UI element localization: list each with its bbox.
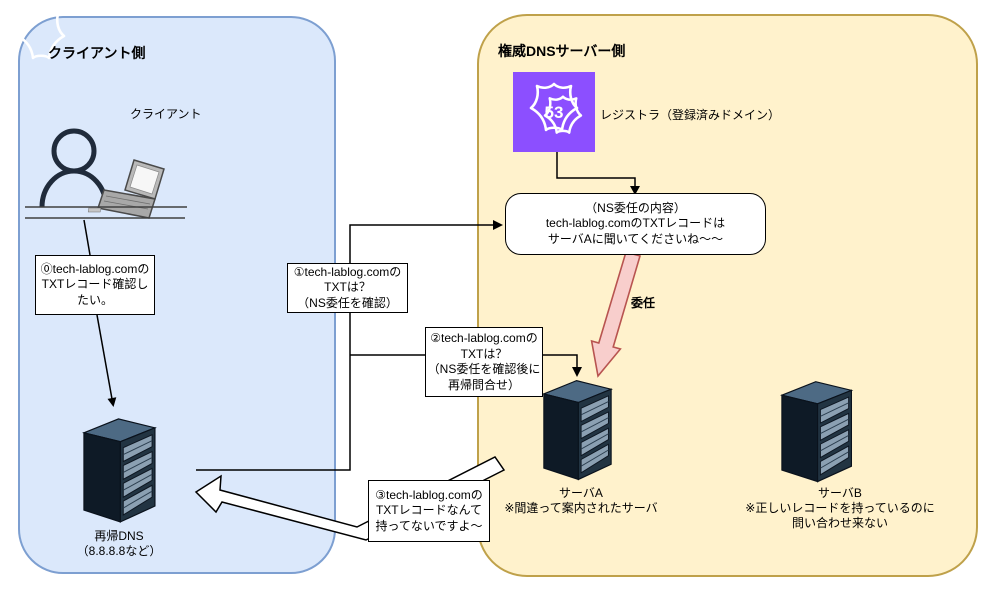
server-b-name: サーバB: [818, 486, 862, 500]
server-a-label: サーバA ※間違って案内されたサーバ: [495, 486, 667, 516]
server-a-note: ※間違って案内されたサーバ: [504, 501, 658, 515]
laptop-icon: [87, 159, 165, 219]
delegation-arrow: [590, 251, 641, 378]
server-b-note: ※正しいレコードを持っているのに 問い合わせ来ない: [745, 501, 935, 530]
client-side-title: クライアント側: [48, 45, 146, 61]
recursive-dns-label: 再帰DNS （8.8.8.8など）: [39, 529, 199, 559]
auth-side-title: 権威DNSサーバー側: [498, 43, 626, 59]
server-a-icon: [543, 380, 612, 481]
person-icon: [39, 128, 109, 208]
recursive-dns-server-icon: [83, 418, 156, 523]
desk-lines: [25, 206, 187, 219]
route53-icon: 53: [16, 10, 595, 152]
message-step2: ②tech-lablog.comの TXTは？ （NS委任を確認後に 再帰問合せ…: [425, 327, 543, 397]
message-step3: ③tech-lablog.comの TXTレコードなんて 持ってないですよ～: [368, 480, 490, 542]
query1-connector: [196, 220, 503, 471]
message-ns-delegation: （NS委任の内容） tech-lablog.comのTXTレコードは サーバAに…: [505, 193, 766, 255]
route53-badge-number: 53: [545, 103, 564, 122]
query0-connector: [83, 219, 117, 407]
registrar-label: レジストラ（登録済みドメイン）: [600, 108, 781, 122]
client-label: クライアント: [130, 107, 202, 121]
server-a-name: サーバA: [559, 486, 603, 500]
recursive-dns-note: （8.8.8.8など）: [76, 544, 162, 558]
message-step0: ⓪tech-lablog.comの TXTレコード確認し たい。: [35, 255, 155, 315]
recursive-dns-name: 再帰DNS: [94, 529, 144, 543]
registrar-connector: [556, 152, 640, 195]
server-b-label: サーバB ※正しいレコードを持っているのに 問い合わせ来ない: [740, 486, 940, 531]
delegation-label: 委任: [631, 296, 656, 310]
server-b-icon: [781, 381, 853, 483]
message-step1: ①tech-lablog.comの TXTは？ （NS委任を確認）: [287, 263, 408, 313]
